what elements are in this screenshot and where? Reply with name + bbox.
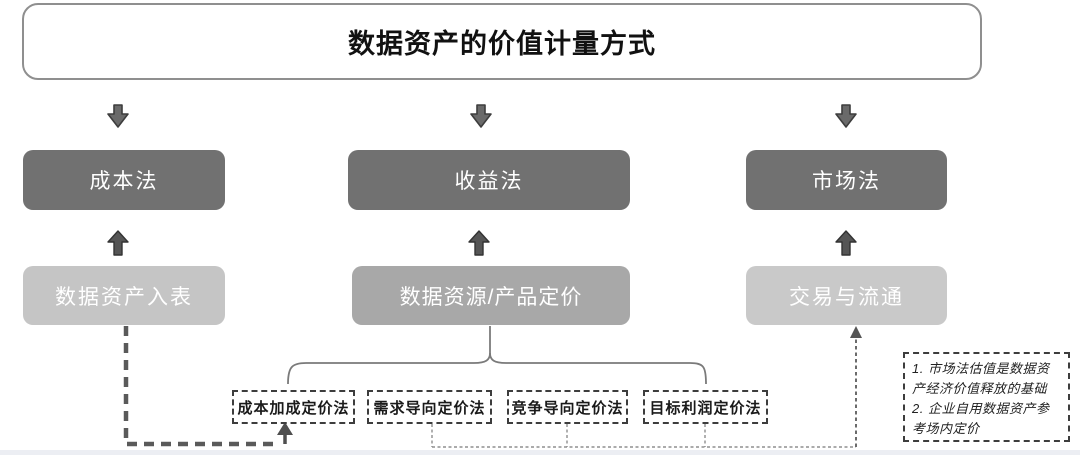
page-title: 数据资产的价值计量方式 — [348, 29, 656, 59]
title-box: 数据资产的价值计量方式 — [22, 3, 982, 80]
pricing-label-competition-oriented: 竞争导向定价法 — [511, 399, 624, 417]
pricing-label-target-profit: 目标利润定价法 — [649, 399, 762, 417]
dashed-riser-arrowhead — [850, 326, 862, 338]
solid-arrowhead-costplus — [277, 422, 293, 435]
method-box-cost: 成本法 — [23, 150, 225, 210]
dashed-connector-asset-to-costplus — [123, 326, 280, 447]
pricing-box-target-profit: 目标利润定价法 — [643, 390, 768, 424]
down-arrow-icon — [835, 104, 857, 128]
scenario-box-trading: 交易与流通 — [746, 266, 947, 325]
up-arrow-icon — [835, 230, 857, 256]
method-box-market: 市场法 — [746, 150, 947, 210]
scenario-label-asset-entry: 数据资产入表 — [55, 285, 193, 309]
pricing-label-demand-oriented: 需求导向定价法 — [373, 399, 486, 417]
scenario-label-product-pricing: 数据资源/产品定价 — [399, 285, 583, 309]
bottom-page-strip — [0, 450, 1080, 455]
scenario-box-product-pricing: 数据资源/产品定价 — [352, 266, 630, 325]
method-label-income: 收益法 — [454, 170, 524, 193]
pricing-box-cost-plus: 成本加成定价法 — [232, 390, 355, 424]
pricing-box-competition-oriented: 竞争导向定价法 — [507, 390, 628, 424]
up-arrow-icon — [468, 230, 490, 256]
pricing-label-cost-plus: 成本加成定价法 — [237, 399, 350, 417]
method-box-income: 收益法 — [348, 150, 630, 210]
down-arrow-icon — [107, 104, 129, 128]
scenario-box-asset-entry: 数据资产入表 — [23, 266, 225, 325]
brace-right — [489, 352, 707, 385]
method-label-cost: 成本法 — [89, 170, 159, 193]
scenario-label-trading: 交易与流通 — [789, 285, 904, 309]
down-arrow-icon — [470, 104, 492, 128]
note-box: 1. 市场法估值是数据资 产经济价值释放的基础 2. 企业自用数据资产参 考场内… — [903, 352, 1070, 442]
pricing-box-demand-oriented: 需求导向定价法 — [367, 390, 492, 424]
method-label-market: 市场法 — [812, 170, 881, 193]
up-arrow-icon — [107, 230, 129, 256]
brace-left — [287, 352, 491, 385]
